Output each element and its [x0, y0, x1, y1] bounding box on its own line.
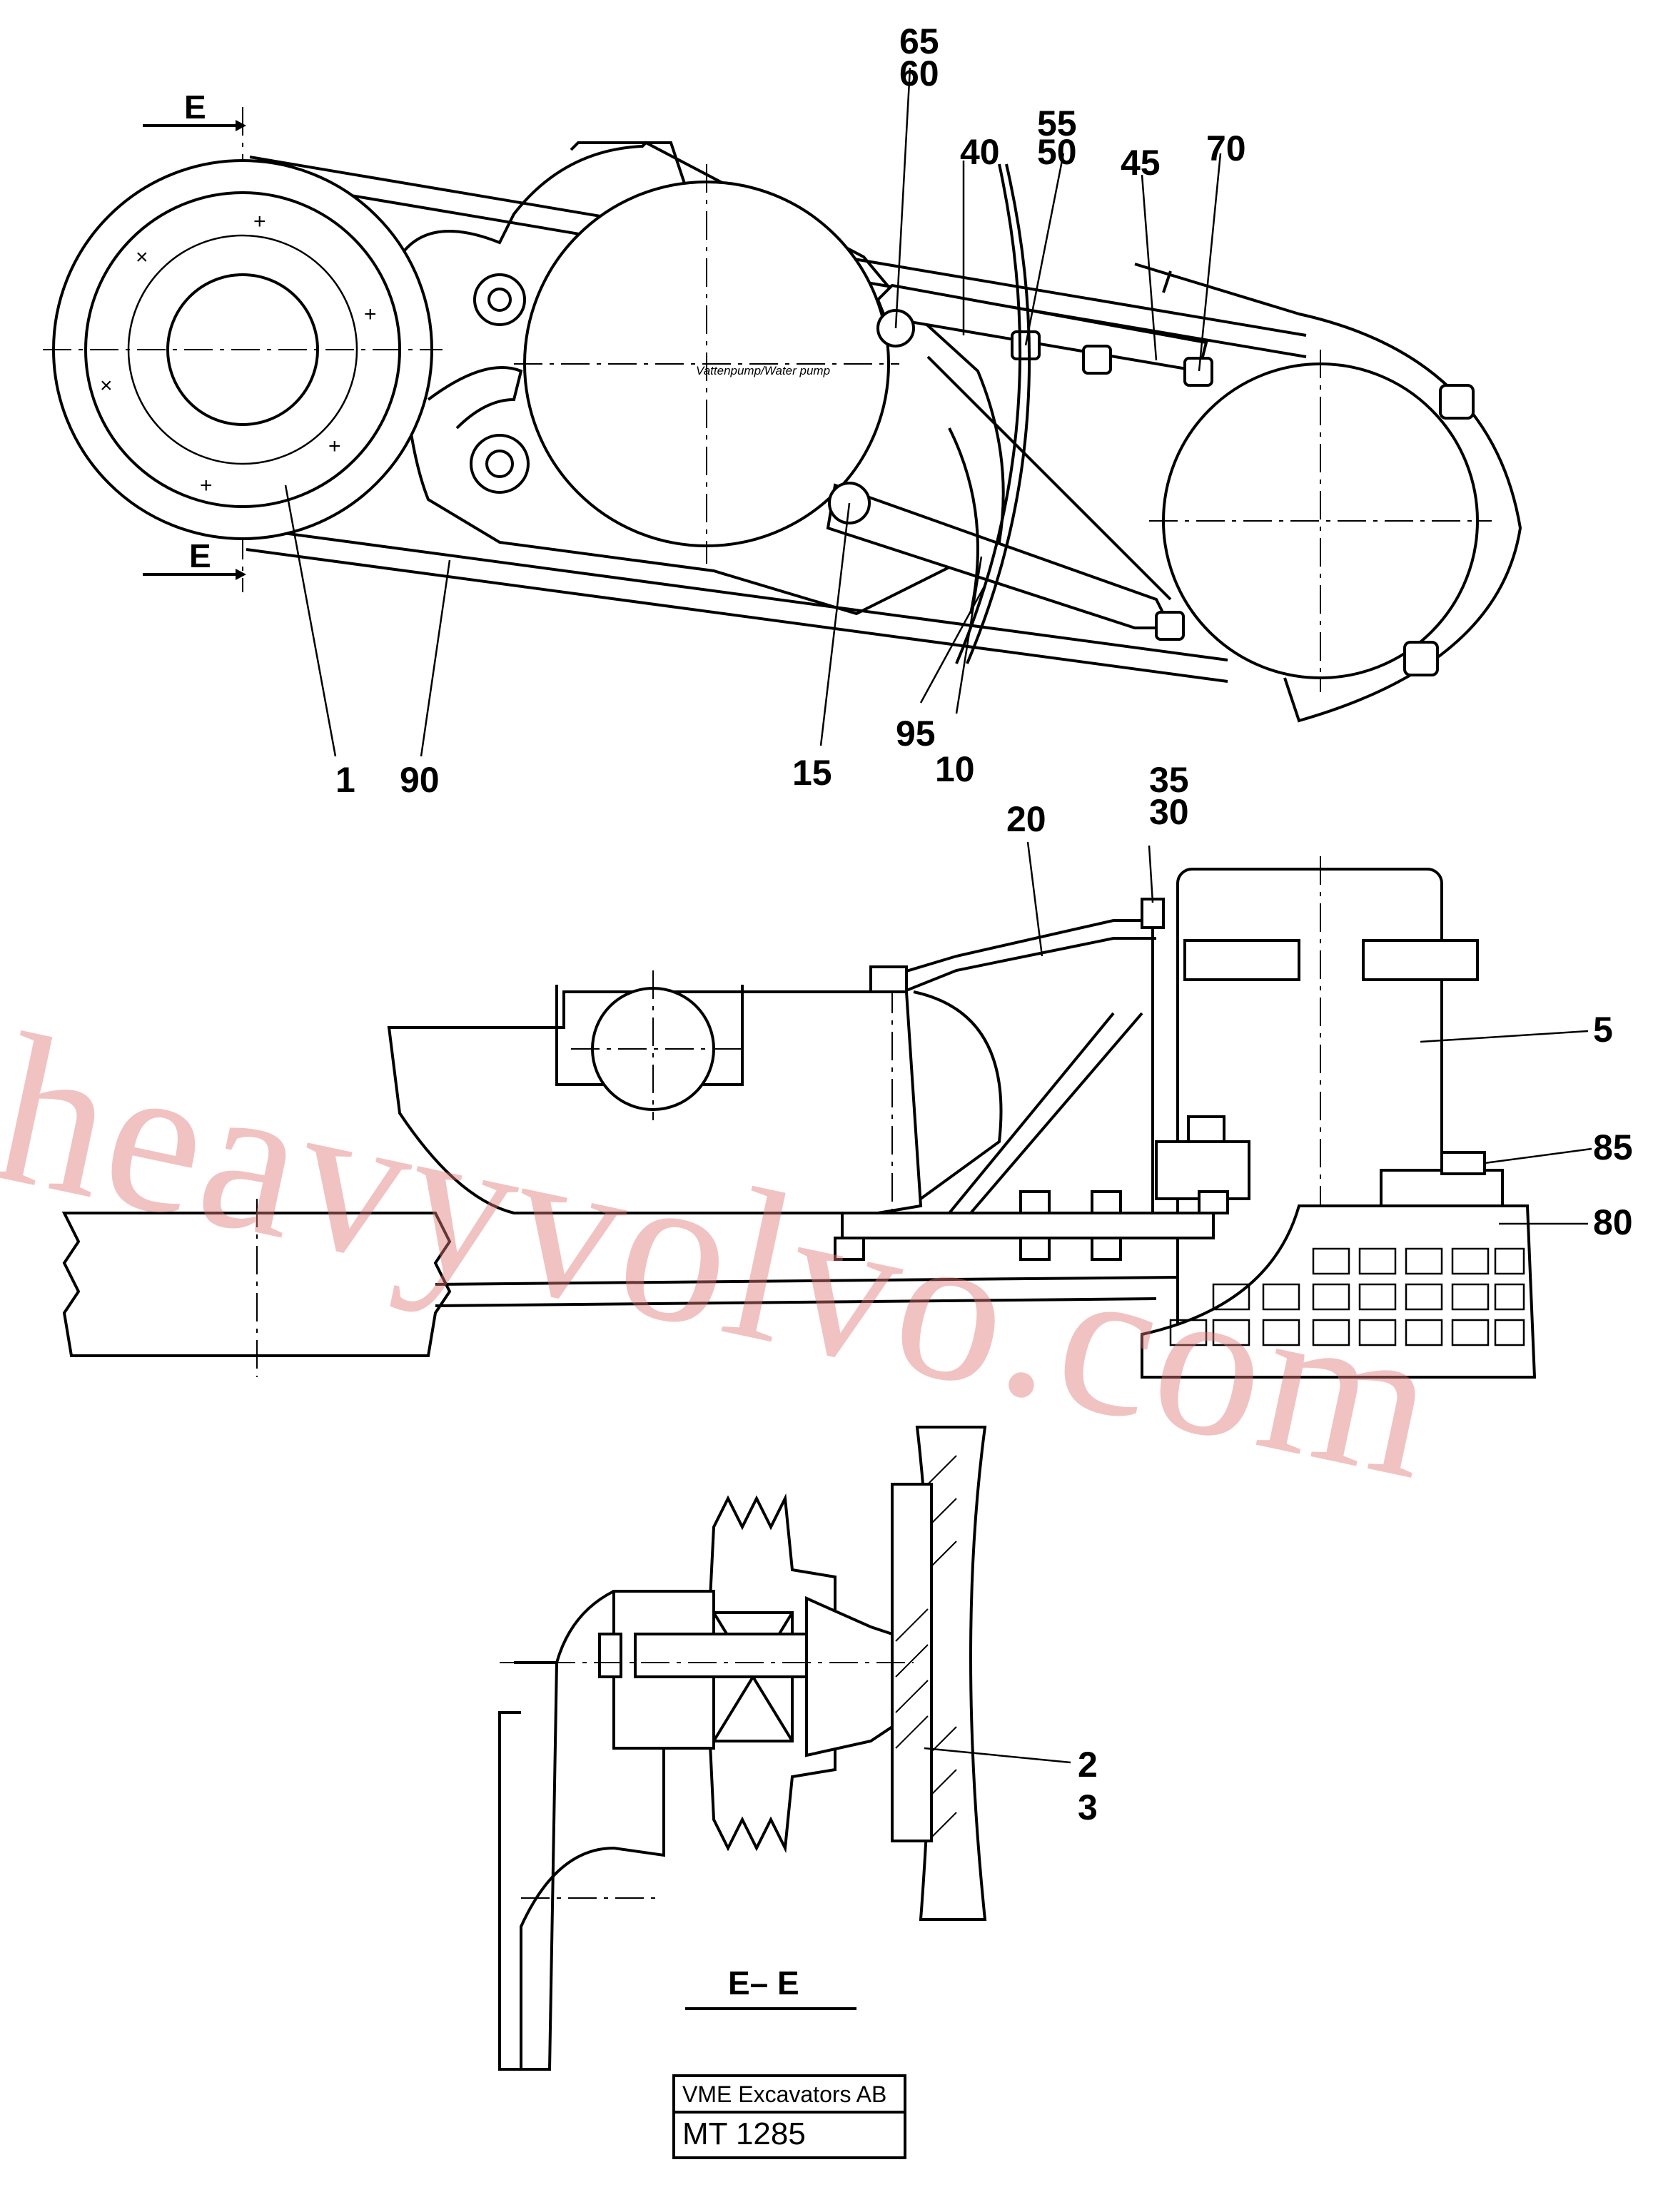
- callout-50: 50: [1037, 132, 1077, 172]
- brace-diagonal: [948, 1012, 1115, 1214]
- guard-grid: [1169, 1247, 1525, 1346]
- crank-pulley: + + + + × ×: [43, 159, 443, 540]
- section-mark-bottom: E: [189, 537, 211, 574]
- svg-text:+: +: [200, 474, 213, 497]
- housing-lug: [427, 366, 523, 430]
- shield-nut-1: [1439, 384, 1475, 420]
- brace-curve: [948, 427, 979, 614]
- guard-95-edge: [966, 163, 1031, 664]
- bolt-top: [869, 965, 908, 993]
- callout-2: 2: [1078, 1745, 1098, 1785]
- callout-80: 80: [1593, 1202, 1633, 1242]
- callout-40: 40: [960, 132, 1000, 172]
- svg-text:+: +: [328, 435, 341, 458]
- company-name: VME Excavators AB: [675, 2077, 904, 2114]
- arrow-head-bottom: [236, 569, 246, 580]
- callout-10: 10: [935, 749, 975, 789]
- shield-outline: [1134, 263, 1522, 723]
- callout-70: 70: [1206, 128, 1246, 168]
- nut-70: [1183, 357, 1213, 387]
- hub-cone: [805, 1595, 894, 1757]
- callout-85: 85: [1593, 1127, 1633, 1167]
- bracket-20: [884, 919, 1156, 979]
- nut-c: [1155, 611, 1185, 641]
- top-view: E E + + + + × ×: [43, 21, 1522, 800]
- brace-line: [926, 355, 1172, 601]
- housing-top: [570, 141, 687, 186]
- callout-15: 15: [792, 753, 832, 793]
- nut-b: [1082, 345, 1112, 375]
- section-e-e: 2 3 E– E: [498, 1426, 1098, 2071]
- bolt-35-30: [1141, 898, 1165, 929]
- guard-95: [955, 163, 1022, 664]
- svg-text:+: +: [253, 210, 266, 233]
- belt-lower-1: [246, 527, 1228, 661]
- arrow-head-top: [236, 120, 246, 131]
- callout-3: 3: [1078, 1787, 1098, 1827]
- callout-65: 65: [899, 21, 939, 61]
- callout-60: 60: [899, 54, 939, 93]
- housing-bolt-1: [473, 273, 526, 326]
- callout-35: 35: [1149, 760, 1189, 800]
- callout-30: 30: [1149, 792, 1189, 832]
- callout-55: 55: [1037, 103, 1077, 143]
- side-view: 35 30 20 5 85 80: [61, 760, 1633, 1379]
- strap-right: [1362, 939, 1479, 981]
- drawing-number: MT 1285: [682, 2116, 806, 2151]
- callout-5: 5: [1593, 1010, 1613, 1050]
- section-mark-top: E: [184, 88, 206, 126]
- svg-text:×: ×: [136, 245, 148, 269]
- section-label-e-e: E– E: [728, 1964, 799, 2002]
- bracket-plate: [841, 1212, 1215, 1239]
- water-pump-text: Vattenpump/Water pump: [696, 364, 830, 377]
- callout-20: 20: [1006, 799, 1046, 839]
- belt-side-2: [435, 1297, 1157, 1307]
- bolt-85: [1440, 1151, 1486, 1175]
- callout-45: 45: [1121, 143, 1161, 183]
- strap-left: [1183, 939, 1300, 981]
- bracket-lower-10: [826, 483, 1173, 629]
- shield-nut-2: [1403, 641, 1439, 676]
- callout-1: 1: [335, 760, 355, 800]
- title-block: VME Excavators AB MT 1285: [672, 2074, 906, 2159]
- svg-text:×: ×: [100, 374, 113, 397]
- svg-text:+: +: [364, 303, 377, 326]
- mount-85: [1380, 1169, 1504, 1211]
- callout-95: 95: [896, 714, 936, 754]
- belt-side-1: [435, 1276, 1178, 1286]
- belt-lower-2: [246, 548, 1228, 683]
- housing-bolt-2: [470, 434, 530, 494]
- pump-cover: [913, 990, 1003, 1200]
- callout-90: 90: [400, 760, 440, 800]
- shaft: [634, 1633, 808, 1678]
